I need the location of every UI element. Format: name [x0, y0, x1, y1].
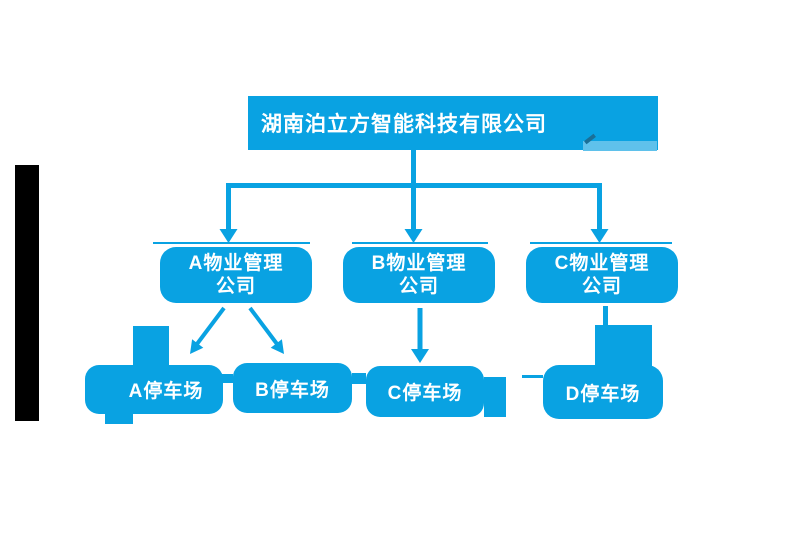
node-property-company-c: C物业管理 公司	[526, 247, 678, 303]
property-company-a-line2: 公司	[215, 276, 256, 297]
property-company-c-line1: C物业管理	[554, 253, 650, 274]
arrowheads-level2	[219, 229, 609, 243]
parking-a-bottom-tab	[105, 412, 133, 424]
node-parking-c: C停车场	[366, 366, 484, 417]
connector-b-to-parking-c	[411, 308, 429, 363]
property-company-b-line2: 公司	[398, 276, 439, 297]
node-property-company-b: B物业管理 公司	[343, 247, 495, 303]
connector-a-to-parking	[195, 306, 279, 346]
parking-d-top-tab	[595, 325, 652, 370]
property-company-c-line2: 公司	[581, 276, 622, 297]
arrowheads-a-diagonals	[190, 339, 284, 354]
node-parking-b: B停车场	[233, 363, 352, 413]
property-company-b-line1: B物业管理	[371, 253, 467, 274]
bridge-parking-a-b	[222, 374, 233, 383]
root-company-label: 湖南泊立方智能科技有限公司	[261, 113, 547, 136]
property-company-a-line1: A物业管理	[188, 253, 284, 274]
connector-root-to-level2	[226, 150, 602, 230]
node-parking-d: D停车场	[543, 365, 663, 419]
parking-a-top-tab	[133, 326, 169, 368]
parking-c-label: C停车场	[387, 383, 463, 404]
connector-c-to-parking-d	[522, 306, 608, 378]
root-box-light-strip	[583, 141, 657, 151]
parking-c-right-tab	[484, 377, 506, 417]
node-property-company-a: A物业管理 公司	[160, 247, 312, 303]
parking-b-label: B停车场	[255, 379, 330, 401]
bridge-parking-b-c	[352, 373, 366, 384]
parking-a-label: A停车场	[128, 381, 204, 402]
node-parking-a: A停车场	[85, 365, 223, 414]
left-black-bar	[15, 165, 39, 421]
parking-d-label: D停车场	[565, 383, 641, 405]
